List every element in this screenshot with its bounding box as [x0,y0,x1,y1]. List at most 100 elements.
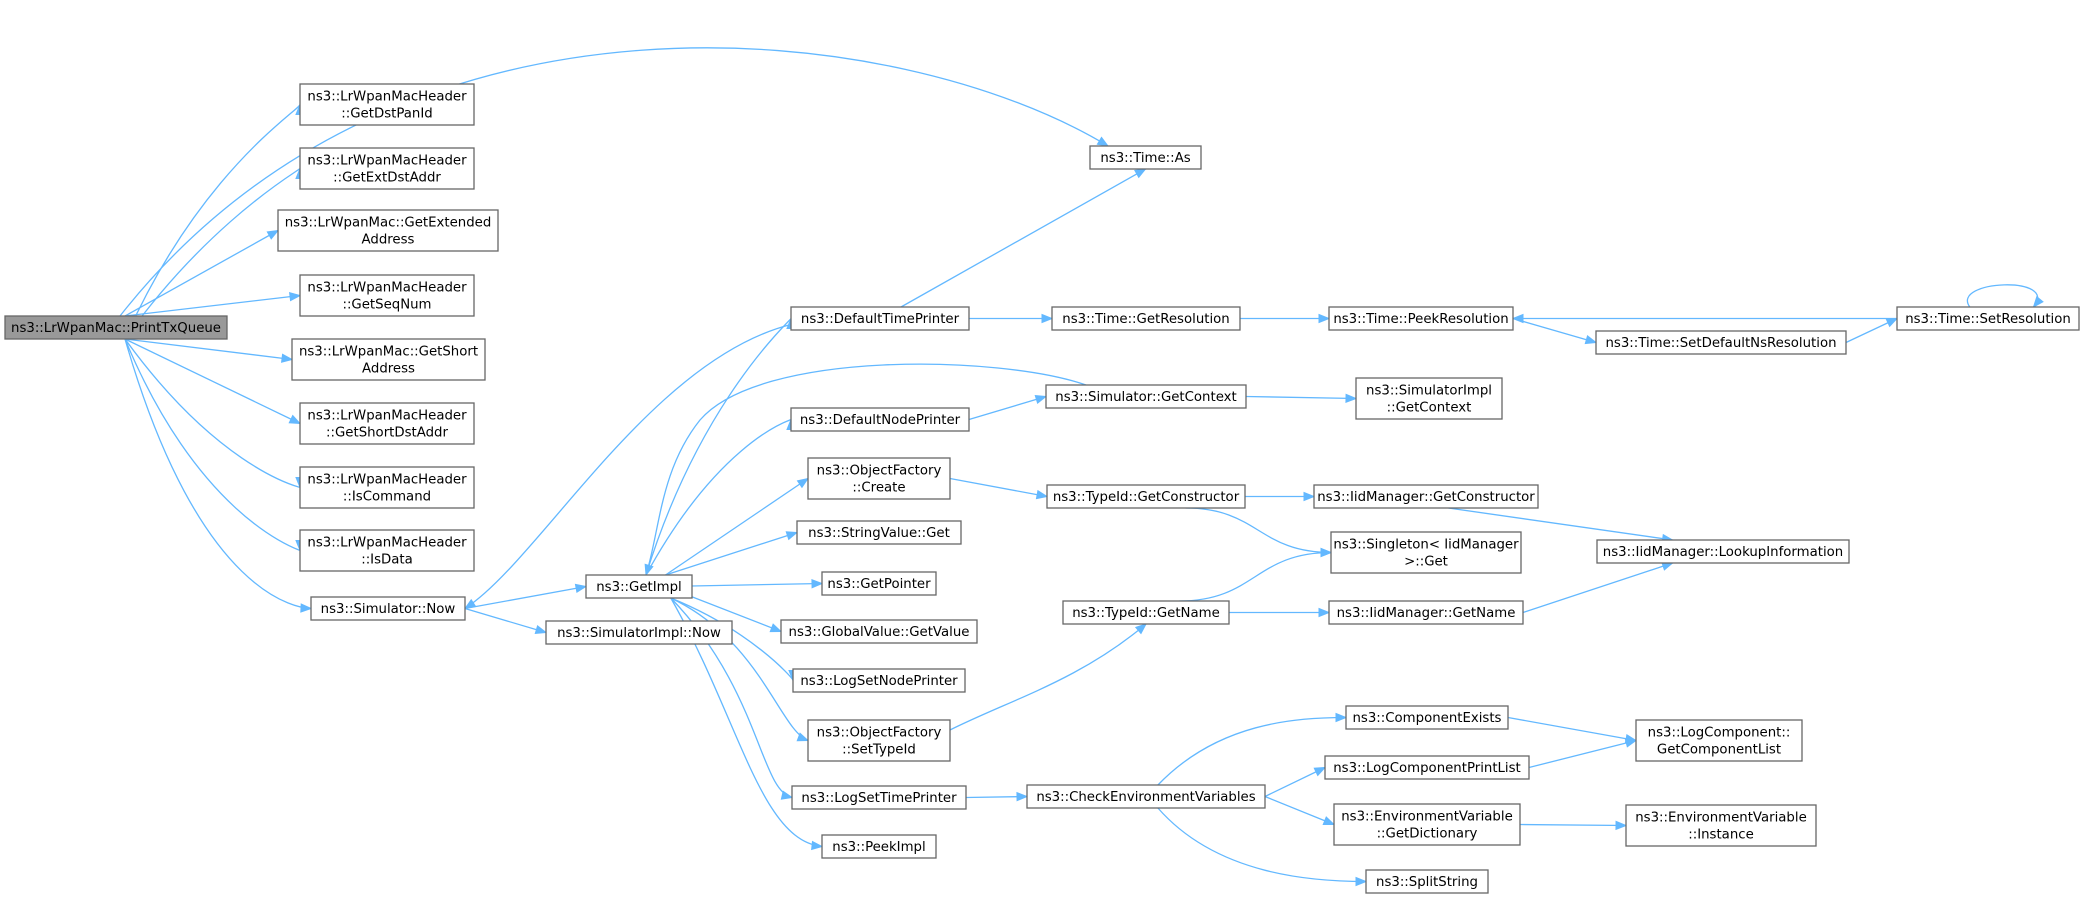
node-iidlookup[interactable]: ns3::IidManager::LookupInformation [1596,539,1850,564]
node-singletonget[interactable]: ns3::Singleton< IidManager >::Get [1330,531,1522,574]
edge-root-to-iscommand [124,338,301,489]
arrowhead-timegetresolution-to-timepeekresolution [1318,313,1331,324]
node-label-getseqnum-line-0: ns3::LrWpanMacHeader [307,281,467,296]
nodes-layer: ns3::LrWpanMac::PrintTxQueuens3::LrWpanM… [4,83,2080,894]
edge-getimpl-to-ofcreate [665,477,809,576]
node-logsetnodeprinter[interactable]: ns3::LogSetNodePrinter [792,668,966,693]
edge-root-to-simnow [124,338,312,610]
node-box-splitstring [1365,869,1489,894]
node-label-logsetnodeprinter-line-0: ns3::LogSetNodePrinter [800,674,958,689]
node-label-logcompgetlist-line-1: GetComponentList [1657,743,1781,758]
node-iidgetconstructor[interactable]: ns3::IidManager::GetConstructor [1313,484,1539,509]
node-logsettimeprinter[interactable]: ns3::LogSetTimePrinter [791,785,967,810]
node-setdefaultns[interactable]: ns3::Time::SetDefaultNsResolution [1595,330,1847,355]
edge-defaultnodeprinter-to-simgetcontext [968,395,1047,421]
node-label-envinstance-line-0: ns3::EnvironmentVariable [1635,811,1807,826]
arrowhead-root-to-getshortaddress [281,353,294,363]
node-logcompgetlist[interactable]: ns3::LogComponent::GetComponentList [1635,719,1803,762]
node-box-globalvalueget [780,619,978,644]
node-label-timeas-line-0: ns3::Time::As [1100,151,1190,166]
node-logcompprintlist[interactable]: ns3::LogComponentPrintList [1324,755,1530,780]
arrowhead-root-to-timeas [1096,136,1110,147]
node-typeidgetname[interactable]: ns3::TypeId::GetName [1062,600,1230,625]
edge-defaulttimeprinter-to-timeas [900,168,1146,308]
edges-layer [119,47,2044,887]
edge-root-to-isdata [124,338,301,552]
node-getseqnum[interactable]: ns3::LrWpanMacHeader::GetSeqNum [299,274,475,317]
node-getpointer[interactable]: ns3::GetPointer [821,571,937,596]
node-label-iscommand-line-0: ns3::LrWpanMacHeader [307,473,467,488]
node-iidgetname[interactable]: ns3::IidManager::GetName [1328,600,1524,625]
node-envinstance[interactable]: ns3::EnvironmentVariable::Instance [1625,804,1817,847]
arrowhead-timepeekresolution-to-setdefaultns [1584,335,1598,345]
node-box-checkenv [1026,784,1266,809]
node-timegetresolution[interactable]: ns3::Time::GetResolution [1051,306,1241,331]
node-ofsettypeid[interactable]: ns3::ObjectFactory::SetTypeId [807,719,951,762]
arrowhead-defaulttimeprinter-to-simnow [463,598,477,610]
node-label-typeidgetname-line-0: ns3::TypeId::GetName [1072,606,1220,621]
node-label-componentexists-line-0: ns3::ComponentExists [1352,711,1501,726]
node-getshortdstaddr[interactable]: ns3::LrWpanMacHeader::GetShortDstAddr [299,402,475,445]
node-getimpl[interactable]: ns3::GetImpl [585,574,693,599]
node-iscommand[interactable]: ns3::LrWpanMacHeader::IsCommand [299,466,475,509]
node-peekimpl[interactable]: ns3::PeekImpl [821,834,937,859]
edge-timepeekresolution-to-setdefaultns [1512,317,1597,344]
node-label-ofsettypeid-line-1: ::SetTypeId [842,743,916,758]
node-box-simnow [310,596,466,621]
node-isdata[interactable]: ns3::LrWpanMacHeader::IsData [299,529,475,572]
node-simgetcontext[interactable]: ns3::Simulator::GetContext [1045,384,1247,409]
node-label-iidlookup-line-0: ns3::IidManager::LookupInformation [1603,545,1843,560]
node-label-peekimpl-line-0: ns3::PeekImpl [832,840,925,855]
node-box-simimplnow [545,620,733,645]
node-globalvalueget[interactable]: ns3::GlobalValue::GetValue [780,619,978,644]
arrowhead-defaulttimeprinter-to-timeas [1134,168,1147,179]
node-label-ofcreate-line-1: ::Create [852,481,905,496]
node-stringvalueget[interactable]: ns3::StringValue::Get [796,520,962,545]
node-label-getshortdstaddr-line-0: ns3::LrWpanMacHeader [307,409,467,424]
node-splitstring[interactable]: ns3::SplitString [1365,869,1489,894]
node-ofcreate[interactable]: ns3::ObjectFactory::Create [807,457,951,500]
edge-checkenv-to-envgetdict [1264,795,1335,826]
node-timesetresolution[interactable]: ns3::Time::SetResolution [1896,306,2080,331]
node-label-splitstring-line-0: ns3::SplitString [1376,875,1478,890]
node-checkenv[interactable]: ns3::CheckEnvironmentVariables [1026,784,1266,809]
node-box-envgetdict [1333,803,1521,846]
node-getdstpanid[interactable]: ns3::LrWpanMacHeader::GetDstPanId [299,83,475,126]
node-simimplgetcontext[interactable]: ns3::SimulatorImpl::GetContext [1355,377,1503,420]
node-defaultnodeprinter[interactable]: ns3::DefaultNodePrinter [790,407,970,432]
node-envgetdict[interactable]: ns3::EnvironmentVariable::GetDictionary [1333,803,1521,846]
arrowhead-checkenv-to-splitstring [1355,876,1368,887]
node-getextdstaddr[interactable]: ns3::LrWpanMacHeader::GetExtDstAddr [299,147,475,190]
edge-checkenv-to-splitstring [1157,807,1367,883]
edge-getimpl-to-defaultnodeprinter [645,418,792,576]
node-label-getshortdstaddr-line-1: ::GetShortDstAddr [326,426,448,441]
node-label-globalvalueget-line-0: ns3::GlobalValue::GetValue [789,625,970,640]
node-componentexists[interactable]: ns3::ComponentExists [1345,705,1509,730]
node-timeas[interactable]: ns3::Time::As [1089,145,1202,170]
node-label-getextdstaddr-line-0: ns3::LrWpanMacHeader [307,154,467,169]
edge-ofsettypeid-to-typeidgetname [949,623,1147,731]
node-simimplnow[interactable]: ns3::SimulatorImpl::Now [545,620,733,645]
node-label-envgetdict-line-0: ns3::EnvironmentVariable [1341,810,1513,825]
node-typeidgetconstructor[interactable]: ns3::TypeId::GetConstructor [1046,484,1246,509]
node-box-timegetresolution [1051,306,1241,331]
node-simnow[interactable]: ns3::Simulator::Now [310,596,466,621]
node-defaulttimeprinter[interactable]: ns3::DefaultTimePrinter [790,306,970,331]
arrowhead-checkenv-to-componentexists [1335,712,1348,723]
edge-getimpl-to-logsetnodeprinter [670,597,794,681]
edge-root-to-getextendedaddress [124,229,279,317]
node-timepeekresolution[interactable]: ns3::Time::PeekResolution [1328,306,1514,331]
node-label-iidgetname-line-0: ns3::IidManager::GetName [1337,606,1516,621]
node-box-defaulttimeprinter [790,306,970,331]
node-root[interactable]: ns3::LrWpanMac::PrintTxQueue [4,315,228,340]
arrowhead-getimpl-to-ofsettypeid [796,732,810,742]
arrowhead-timesetresolution-to-timepeekresolution [1511,313,1524,324]
node-box-getpointer [821,571,937,596]
node-label-getextdstaddr-line-1: ::GetExtDstAddr [333,171,441,186]
arrowhead-simgetcontext-to-simimplgetcontext [1345,393,1358,404]
arrowhead-root-to-simnow [300,603,313,613]
node-box-logcompgetlist [1635,719,1803,762]
